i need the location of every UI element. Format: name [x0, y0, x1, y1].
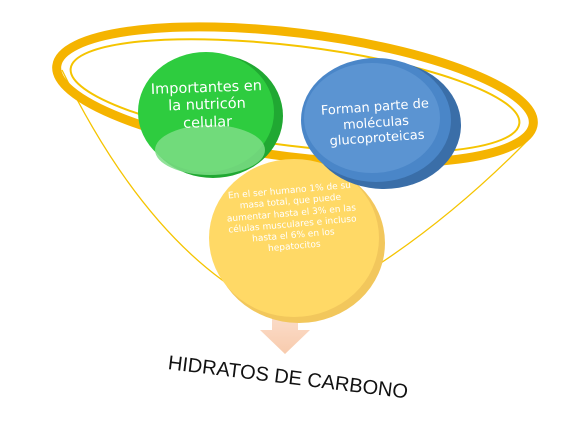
bubble-blue-text: Forman parte de moléculas glucoproteicas: [320, 96, 430, 150]
bubble-yellow: [209, 159, 379, 317]
bubble-green-overlap: [155, 125, 265, 175]
funnel-rim-outer: [52, 22, 538, 168]
bubble-blue-inner: [304, 63, 440, 173]
bubble-green-text: Importantes en la nutricón celular: [150, 78, 263, 132]
bubble-yellow-text: En el ser humano 1% de su masa total, qu…: [226, 180, 357, 255]
funnel-rim-inner: [69, 38, 521, 154]
